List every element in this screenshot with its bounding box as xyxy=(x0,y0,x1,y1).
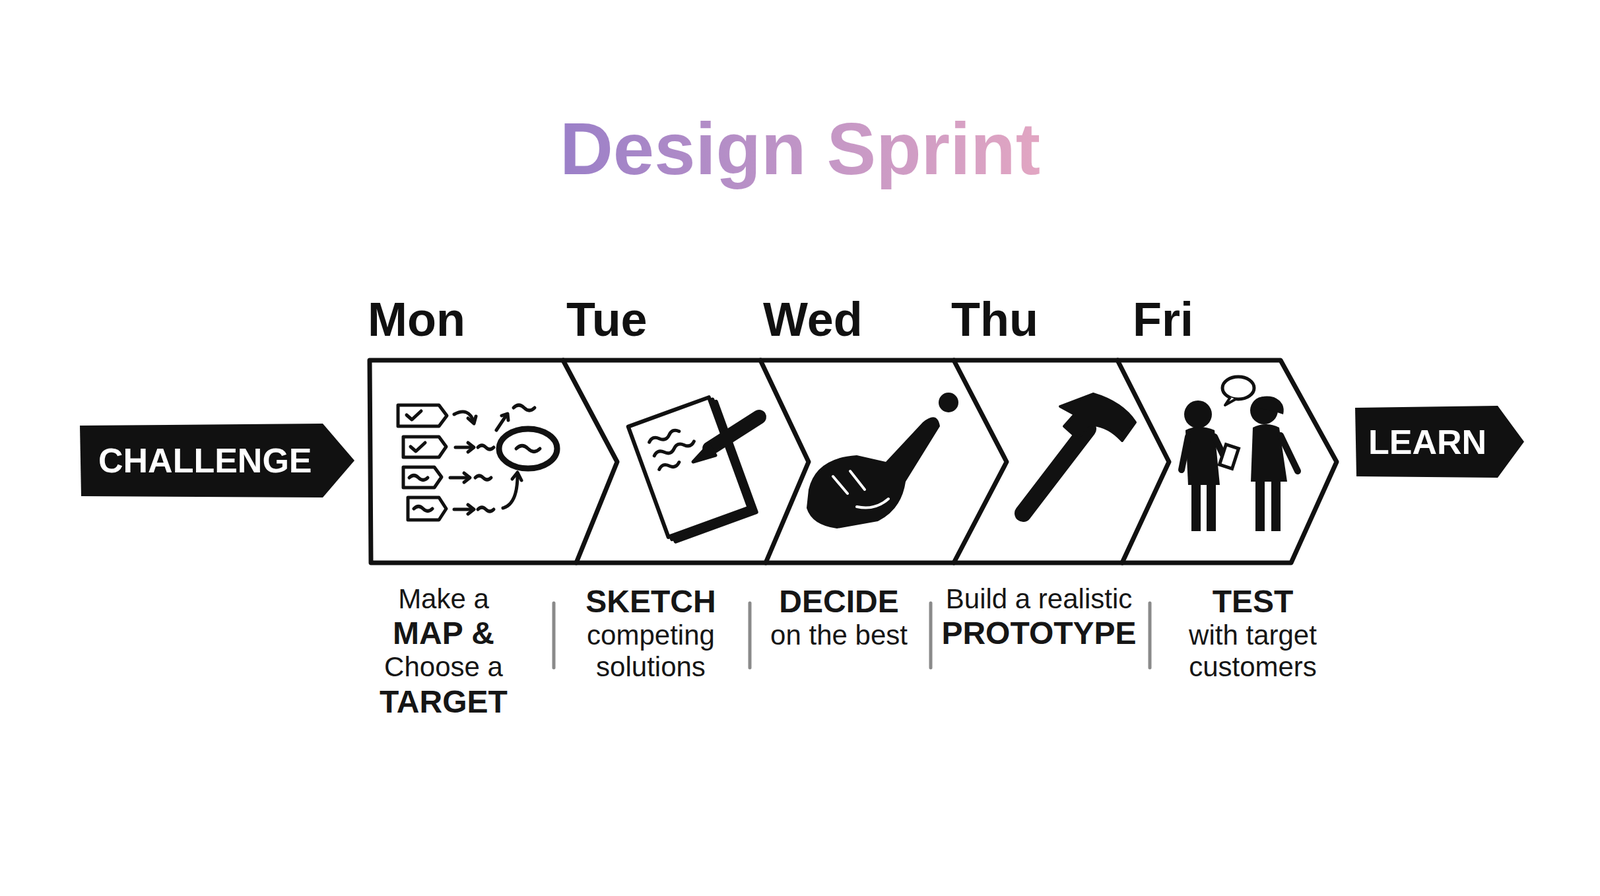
description-words: with target customers xyxy=(1153,619,1352,684)
people-icon xyxy=(1225,397,1236,406)
day-label: Tue xyxy=(566,295,648,344)
hammer-icon xyxy=(1023,429,1088,514)
sprint-day-column: ThuBuild a realistic PROTOTYPE xyxy=(934,290,1146,659)
band-outline xyxy=(369,360,1337,564)
people-icon xyxy=(1255,480,1265,532)
pointing-hand-icon xyxy=(850,471,865,490)
learn-arrow: LEARN xyxy=(1355,405,1525,478)
map-icon xyxy=(477,507,494,512)
day-description: TEST with target customers xyxy=(1153,583,1352,684)
map-icon xyxy=(403,436,447,458)
sketch-icon xyxy=(693,444,716,463)
emphasis-word: TARGET xyxy=(354,683,533,721)
column-separators xyxy=(1148,603,1152,668)
emphasis-word: SKETCH xyxy=(561,583,740,620)
map-icon xyxy=(502,475,518,509)
map-icon xyxy=(512,472,522,481)
map-icon xyxy=(499,429,558,469)
arrow-fill xyxy=(1355,405,1525,478)
hammer-icon xyxy=(1060,394,1136,441)
people-icon xyxy=(1271,480,1281,532)
description-words: Make a xyxy=(354,583,533,616)
day-description: Build a realistic PROTOTYPE xyxy=(936,583,1142,652)
day-description: DECIDE on the best xyxy=(756,583,922,652)
map-icon xyxy=(413,506,433,512)
day-label: Mon xyxy=(367,295,466,344)
people-icon xyxy=(1251,396,1284,415)
map-icon xyxy=(516,446,540,453)
arrow-label: CHALLENGE xyxy=(98,443,313,478)
map-icon xyxy=(407,497,447,521)
people-icon xyxy=(1222,376,1255,400)
day-label: Wed xyxy=(763,295,863,344)
map-icon xyxy=(477,445,494,450)
emphasis-word: MAP & xyxy=(354,615,533,652)
people-icon xyxy=(1184,400,1212,429)
chevron-divider xyxy=(760,360,809,564)
map-icon xyxy=(467,442,474,453)
people-icon xyxy=(1219,444,1239,470)
sprint-day-column: FriTEST with target customers xyxy=(1122,290,1373,691)
map-icon xyxy=(398,405,558,521)
chevron-divider xyxy=(563,360,618,564)
diagram-title: Design Sprint xyxy=(557,106,1043,193)
sketch-icon xyxy=(658,460,680,472)
map-icon xyxy=(467,504,474,515)
sketch-icon xyxy=(709,417,760,449)
sketch-icon xyxy=(653,438,696,459)
sketch-icon xyxy=(628,395,760,544)
sketch-icon xyxy=(628,397,750,538)
description-words: Build a realistic xyxy=(936,583,1142,616)
day-label: Thu xyxy=(951,295,1039,344)
pointing-hand-icon xyxy=(856,499,889,509)
column-separators xyxy=(929,603,933,668)
title-row: Design Sprint xyxy=(0,106,1600,193)
map-icon xyxy=(467,416,476,424)
people-icon xyxy=(1191,483,1201,532)
column-separators xyxy=(552,603,556,668)
description-words: competing solutions xyxy=(561,619,740,684)
day-description: SKETCH competing solutions xyxy=(561,583,740,684)
day-label: Fri xyxy=(1132,295,1194,344)
sprint-day-column: TueSKETCH competing solutions xyxy=(557,290,746,691)
map-icon xyxy=(403,467,442,488)
arrow-fill xyxy=(79,423,355,498)
map-icon xyxy=(406,411,422,420)
emphasis-word: TEST xyxy=(1153,583,1352,620)
people-icon xyxy=(1181,436,1189,470)
pointing-hand-icon xyxy=(806,417,940,529)
pointing-hand-icon xyxy=(806,392,959,529)
map-icon xyxy=(409,475,428,481)
sprint-day-column: WedDECIDE on the best xyxy=(753,290,927,659)
emphasis-word: PROTOTYPE xyxy=(936,615,1142,652)
people-icon xyxy=(1206,483,1216,532)
map-icon xyxy=(501,413,509,421)
sketch-icon xyxy=(648,429,680,445)
chevron-band xyxy=(369,360,1337,564)
pointing-hand-icon xyxy=(938,392,959,413)
day-description: Make a MAP & Choose a TARGET xyxy=(354,583,533,721)
chevron-divider xyxy=(953,360,1007,564)
sketch-icon xyxy=(628,395,757,544)
people-icon xyxy=(1280,435,1298,472)
arrow-label: LEARN xyxy=(1368,425,1487,460)
map-icon xyxy=(464,473,470,483)
map-icon xyxy=(398,405,447,427)
map-icon xyxy=(410,442,426,452)
challenge-arrow: CHALLENGE xyxy=(79,423,355,498)
emphasis-word: DECIDE xyxy=(756,583,922,620)
description-words: on the best xyxy=(756,619,922,652)
chevron-divider xyxy=(1117,360,1169,564)
hammer-icon xyxy=(1023,394,1136,514)
map-icon xyxy=(475,475,492,480)
column-separators xyxy=(748,603,752,668)
description-words: Choose a xyxy=(354,651,533,684)
map-icon xyxy=(513,405,535,411)
people-icon xyxy=(1181,376,1298,532)
pointing-hand-icon xyxy=(833,476,848,494)
sprint-day-column: MonMake a MAP & Choose a TARGET xyxy=(349,290,552,727)
